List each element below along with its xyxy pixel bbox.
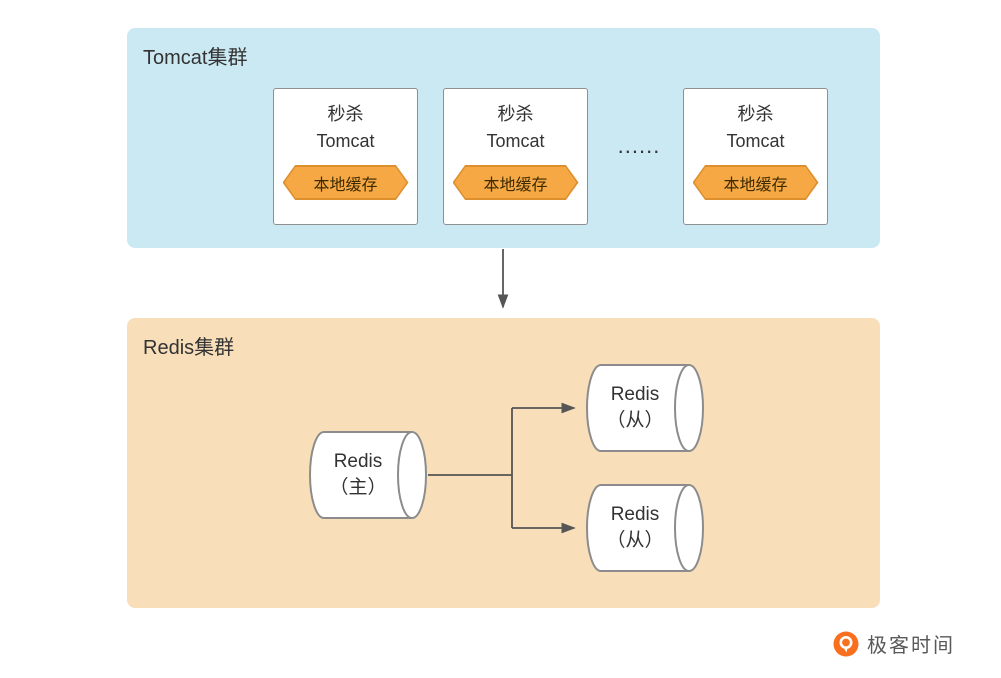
brand-footer: 极客时间 bbox=[833, 629, 955, 658]
more-nodes-ellipsis: ...... bbox=[617, 133, 661, 158]
redis-master-node: Redis （主） bbox=[308, 430, 428, 520]
redis-cluster: Redis集群 Redis （主） Redis （从） bbox=[127, 318, 880, 608]
tomcat-cluster-label: Tomcat集群 bbox=[143, 47, 248, 69]
tomcat-node-3-subtitle: Tomcat bbox=[726, 131, 785, 151]
local-cache-badge-2-label: 本地缓存 bbox=[454, 167, 577, 198]
geektime-logo-icon bbox=[833, 631, 859, 656]
tomcat-node-3: 秒杀 Tomcat 本地缓存 bbox=[683, 88, 828, 225]
tomcat-cluster: Tomcat集群 秒杀 Tomcat 本地缓存 秒杀 Tomcat 本地缓存 .… bbox=[127, 28, 880, 248]
redis-slave-2-line2: （从） bbox=[606, 530, 664, 551]
redis-slave-2-label: Redis （从） bbox=[585, 483, 685, 573]
redis-cluster-label: Redis集群 bbox=[143, 337, 235, 359]
redis-master-line1: Redis bbox=[333, 451, 383, 472]
tomcat-node-2: 秒杀 Tomcat 本地缓存 bbox=[443, 88, 588, 225]
tomcat-node-2-subtitle: Tomcat bbox=[486, 131, 545, 151]
local-cache-badge-1: 本地缓存 bbox=[282, 165, 409, 200]
redis-slave-1-label: Redis （从） bbox=[585, 363, 685, 453]
redis-slave-1-line1: Redis bbox=[610, 384, 660, 405]
redis-slave-1-line2: （从） bbox=[606, 410, 664, 431]
tomcat-node-1-subtitle: Tomcat bbox=[316, 131, 375, 151]
redis-slave-2-line1: Redis bbox=[610, 504, 660, 525]
redis-master-line2: （主） bbox=[329, 477, 387, 498]
local-cache-badge-1-label: 本地缓存 bbox=[284, 167, 407, 198]
local-cache-badge-3-label: 本地缓存 bbox=[694, 167, 817, 198]
tomcat-node-2-title: 秒杀 bbox=[497, 104, 534, 124]
redis-slave-node-2: Redis （从） bbox=[585, 483, 705, 573]
redis-master-label: Redis （主） bbox=[308, 430, 408, 520]
tomcat-node-1: 秒杀 Tomcat 本地缓存 bbox=[273, 88, 418, 225]
cylinder-shape-icon bbox=[586, 364, 704, 452]
redis-slave-node-1: Redis （从） bbox=[585, 363, 705, 453]
brand-name: 极客时间 bbox=[867, 635, 955, 657]
cylinder-shape-icon bbox=[309, 431, 427, 519]
tomcat-node-1-title: 秒杀 bbox=[327, 104, 364, 124]
tomcat-node-3-title: 秒杀 bbox=[737, 104, 774, 124]
local-cache-badge-3: 本地缓存 bbox=[692, 165, 819, 200]
cylinder-shape-icon bbox=[586, 484, 704, 572]
local-cache-badge-2: 本地缓存 bbox=[452, 165, 579, 200]
